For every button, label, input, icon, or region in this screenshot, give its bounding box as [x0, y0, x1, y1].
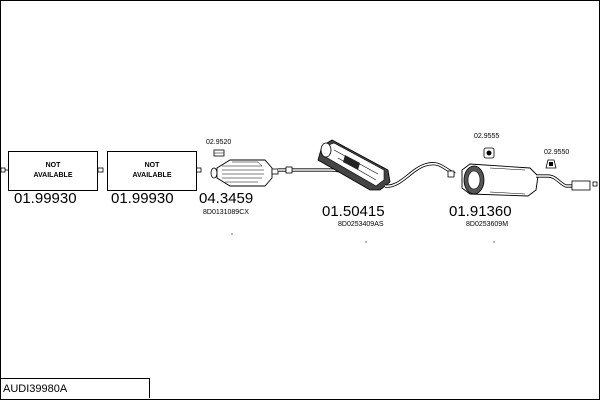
part-box-not-available: NOT AVAILABLE [8, 151, 98, 191]
pipe-clamp [447, 170, 455, 178]
hanger-02-9550 [545, 159, 557, 169]
fitting-code[interactable]: 02.9520 [206, 139, 232, 146]
hanger-02-9555 [483, 147, 495, 159]
fitting-code[interactable]: 02.9550 [544, 149, 570, 156]
fitting-code[interactable]: 02.9555 [474, 133, 500, 140]
part-box-not-available: NOT AVAILABLE [107, 151, 197, 191]
connector-clamp [97, 167, 104, 173]
part-number[interactable]: 01.91360 [449, 203, 512, 220]
rear-muffler [461, 163, 539, 197]
clamp-02-9520 [213, 149, 225, 157]
part-number[interactable]: 04.3459 [199, 190, 254, 207]
part-number[interactable]: 01.99930 [111, 190, 174, 207]
oem-number: 8D0253409AS [338, 221, 384, 228]
left-end-marker [0, 167, 6, 173]
mark-dot [493, 241, 495, 243]
oem-number: 8D0131089CX [203, 209, 249, 216]
part-number[interactable]: 01.50415 [322, 203, 385, 220]
catalytic-converter [210, 159, 279, 187]
oem-number: 8D0253609M [466, 221, 509, 228]
tail-tip [571, 180, 591, 191]
mark-dot [365, 241, 367, 243]
diagram-title: AUDI39980A [0, 378, 150, 398]
middle-muffler [317, 139, 391, 191]
right-end-marker [592, 181, 598, 187]
pipe-clamp [285, 166, 293, 174]
part-number[interactable]: 01.99930 [14, 190, 77, 207]
mark-dot [231, 233, 233, 235]
